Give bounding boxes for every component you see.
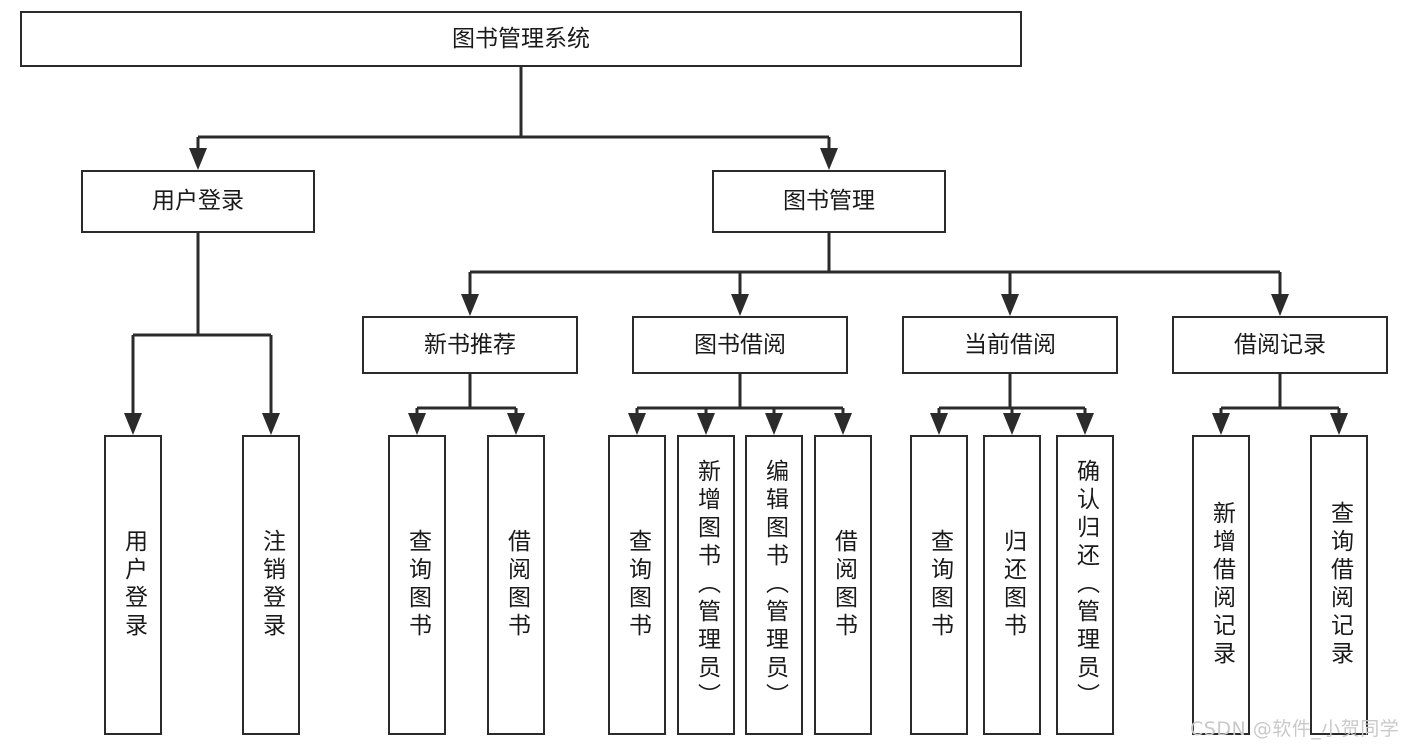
node-label: 用户登录 — [152, 188, 244, 215]
node-level2-1[interactable]: 图书管理 — [712, 170, 946, 233]
connector-arrowhead — [1001, 294, 1019, 316]
connector-arrowhead — [1212, 413, 1230, 435]
node-label: 借阅图书 — [503, 529, 530, 641]
node-level3-1[interactable]: 图书借阅 — [632, 316, 848, 374]
node-leaf-11[interactable]: 新增借阅记录 — [1192, 435, 1250, 735]
connector-arrowhead — [697, 413, 715, 435]
node-label: 用户登录 — [120, 529, 147, 641]
node-label: 当前借阅 — [964, 331, 1056, 358]
node-root[interactable]: 图书管理系统 — [20, 11, 1022, 67]
connector-arrowhead — [930, 413, 948, 435]
connector-arrowhead — [189, 148, 207, 170]
node-label: 查询借阅记录 — [1326, 501, 1353, 669]
connector-arrowhead — [461, 294, 479, 316]
node-leaf-8[interactable]: 查询图书 — [910, 435, 968, 735]
node-label: 编辑图书（管理员） — [761, 459, 788, 711]
node-level3-0[interactable]: 新书推荐 — [362, 316, 578, 374]
connector-arrowhead — [408, 413, 426, 435]
node-label: 注销登录 — [258, 529, 285, 641]
node-label: 查询图书 — [404, 529, 431, 641]
node-label: 图书管理系统 — [452, 25, 590, 52]
node-leaf-9[interactable]: 归还图书 — [983, 435, 1041, 735]
node-leaf-12[interactable]: 查询借阅记录 — [1310, 435, 1368, 735]
node-label: 借阅记录 — [1234, 331, 1326, 358]
connector-arrowhead — [1076, 413, 1094, 435]
connector-arrowhead — [1003, 413, 1021, 435]
node-leaf-6[interactable]: 编辑图书（管理员） — [745, 435, 803, 735]
node-label: 新增借阅记录 — [1208, 501, 1235, 669]
connector-arrowhead — [262, 413, 280, 435]
node-label: 图书管理 — [783, 188, 875, 215]
node-label: 查询图书 — [926, 529, 953, 641]
node-leaf-7[interactable]: 借阅图书 — [814, 435, 872, 735]
connector-arrowhead — [731, 294, 749, 316]
node-label: 归还图书 — [999, 529, 1026, 641]
node-label: 查询图书 — [624, 529, 651, 641]
connector-arrowhead — [628, 413, 646, 435]
node-leaf-0[interactable]: 用户登录 — [104, 435, 162, 735]
node-level3-3[interactable]: 借阅记录 — [1172, 316, 1388, 374]
node-leaf-10[interactable]: 确认归还（管理员） — [1056, 435, 1114, 735]
connector-arrowhead — [1271, 294, 1289, 316]
watermark-text: CSDN @软件_小贺同学 — [1190, 718, 1400, 740]
node-leaf-2[interactable]: 查询图书 — [388, 435, 446, 735]
connector-arrowhead — [1330, 413, 1348, 435]
node-leaf-1[interactable]: 注销登录 — [242, 435, 300, 735]
node-leaf-4[interactable]: 查询图书 — [608, 435, 666, 735]
connector-arrowhead — [765, 413, 783, 435]
connector-arrowhead — [507, 413, 525, 435]
node-leaf-3[interactable]: 借阅图书 — [487, 435, 545, 735]
node-label: 新书推荐 — [424, 331, 516, 358]
connector-arrowhead — [834, 413, 852, 435]
node-label: 新增图书（管理员） — [693, 459, 720, 711]
node-level2-0[interactable]: 用户登录 — [81, 170, 315, 233]
node-label: 图书借阅 — [694, 331, 786, 358]
node-label: 借阅图书 — [830, 529, 857, 641]
connector-arrowhead — [124, 413, 142, 435]
node-level3-2[interactable]: 当前借阅 — [902, 316, 1118, 374]
node-leaf-5[interactable]: 新增图书（管理员） — [677, 435, 735, 735]
node-label: 确认归还（管理员） — [1072, 459, 1099, 711]
connector-arrowhead — [820, 148, 838, 170]
